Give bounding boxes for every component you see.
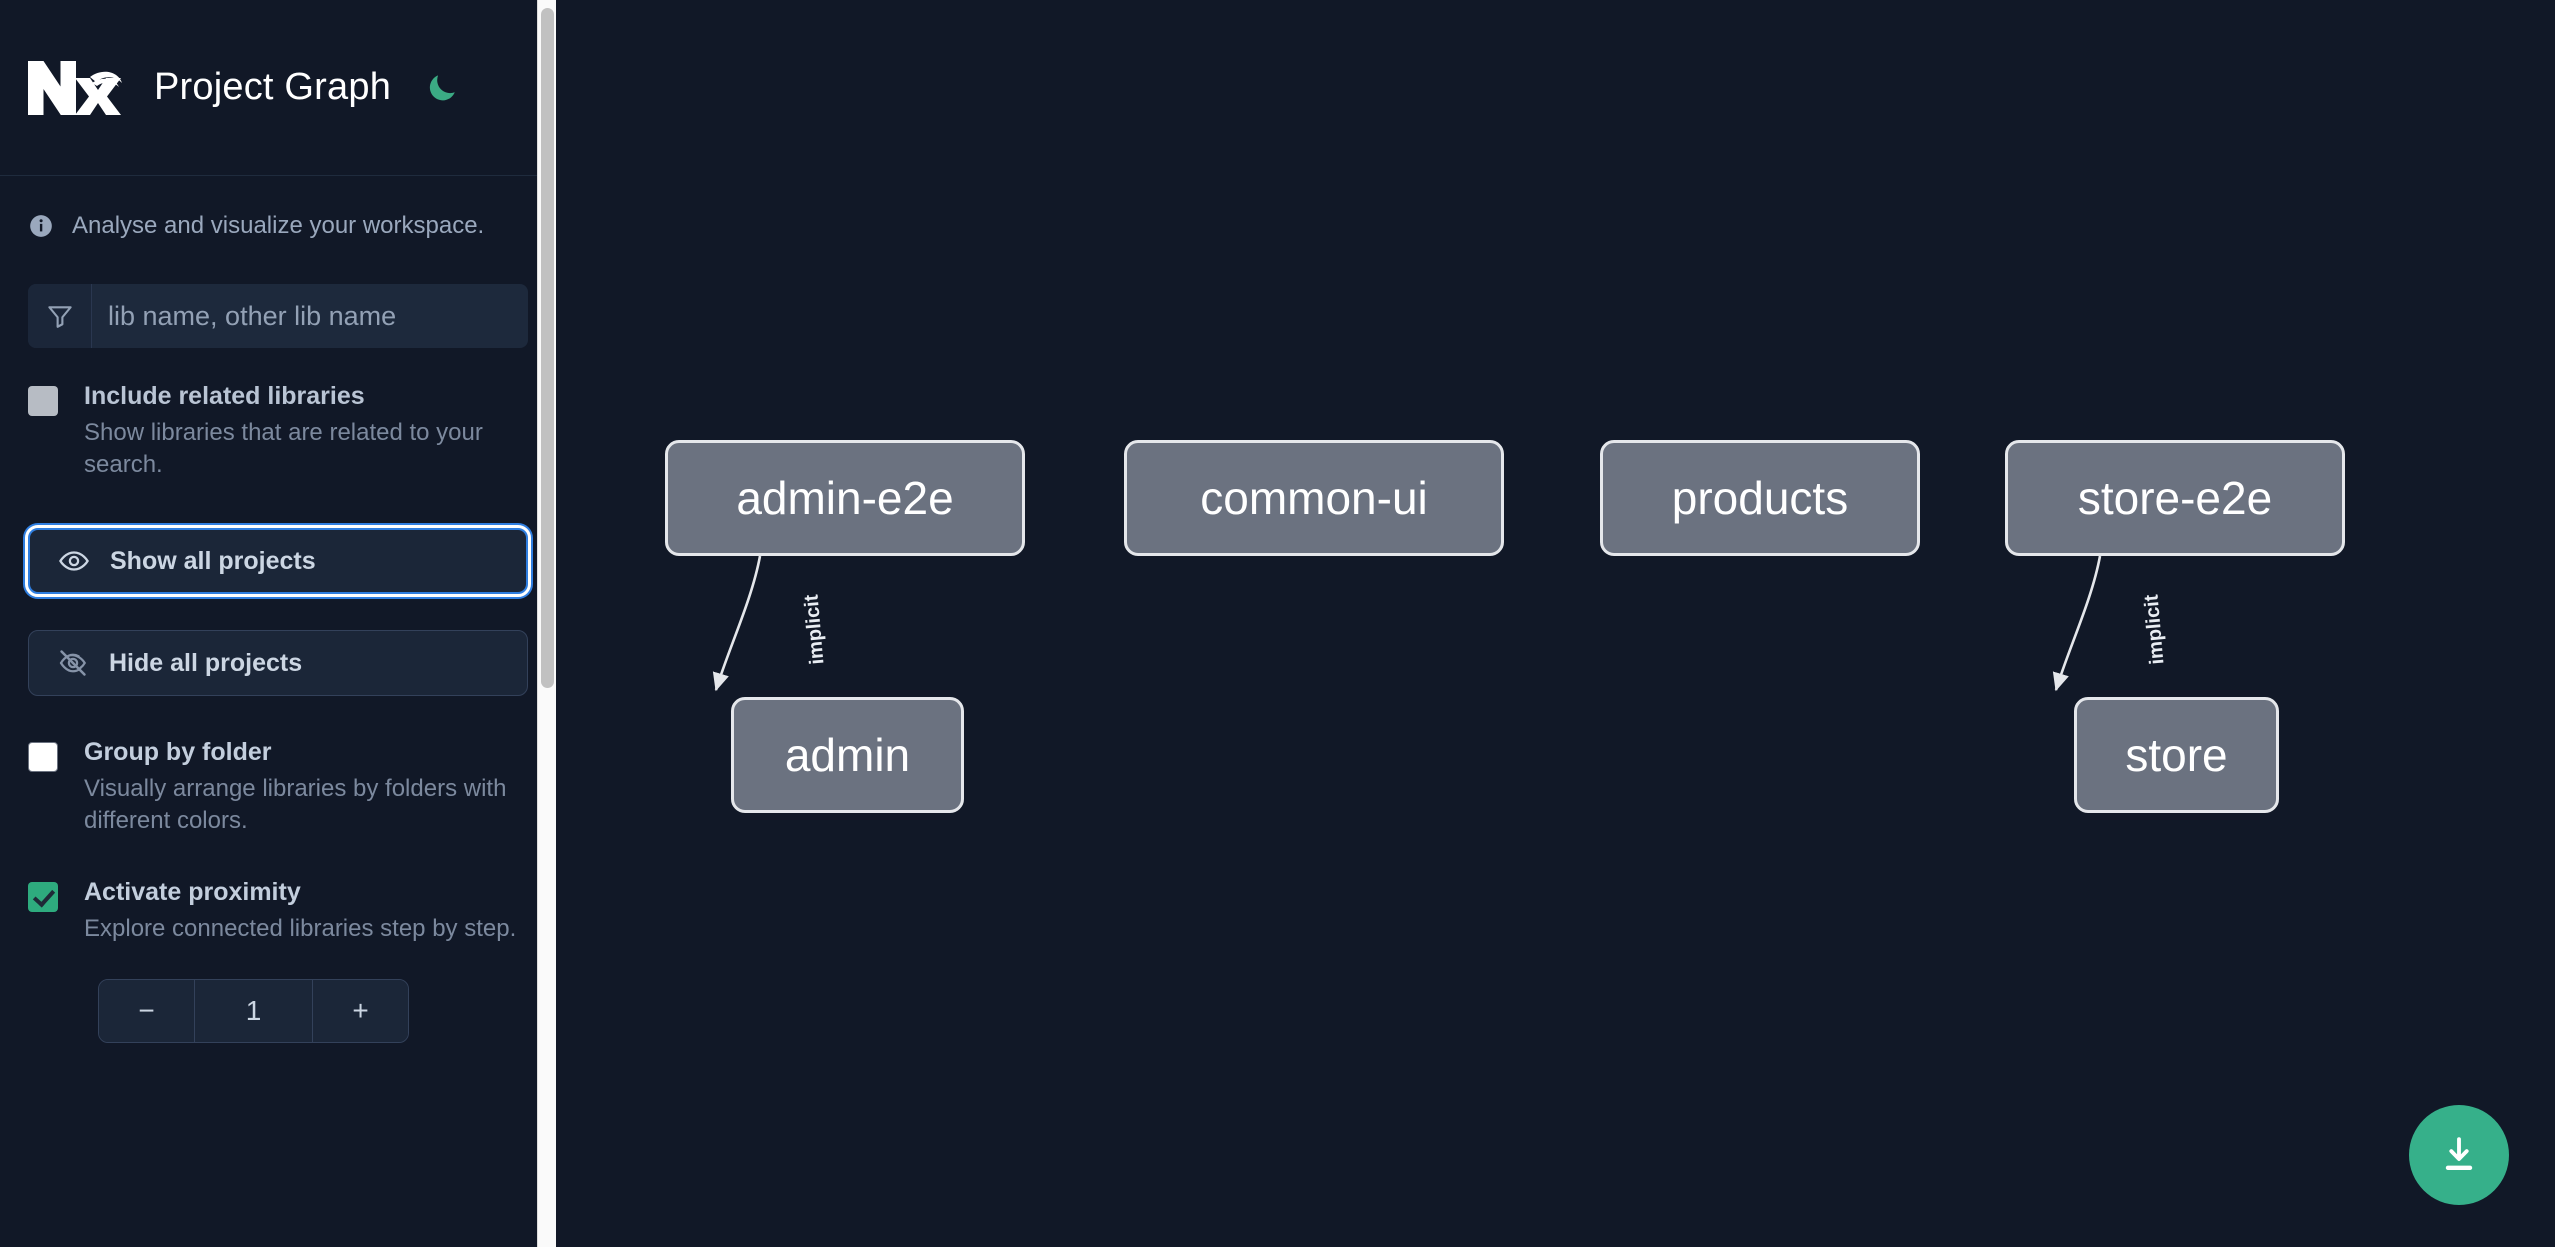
graph-canvas[interactable]: admin-e2e common-ui products store-e2e a… (556, 0, 2555, 1247)
edge-store-e2e-to-store (2052, 555, 2102, 692)
hide-all-projects-wrap: Hide all projects (28, 630, 528, 696)
graph-node-common-ui[interactable]: common-ui (1124, 440, 1504, 556)
checkbox-wrap (28, 738, 74, 838)
download-image-button[interactable] (2409, 1105, 2509, 1205)
proximity-stepper: − 1 + (98, 979, 409, 1044)
eye-off-icon (59, 650, 86, 676)
edge-admin-e2e-to-admin (712, 555, 762, 692)
graph-node-admin-e2e[interactable]: admin-e2e (665, 440, 1025, 556)
sidebar-scrollbar-thumb[interactable] (541, 8, 554, 688)
graph-node-label: admin-e2e (736, 472, 954, 524)
graph-node-label: admin (784, 729, 911, 781)
option-text: Group by folder Visually arrange librari… (74, 738, 528, 838)
sidebar-body: Include related libraries Show libraries… (0, 284, 556, 1044)
option-text: Include related libraries Show libraries… (74, 382, 528, 482)
activate-proximity-checkbox[interactable] (28, 882, 58, 912)
graph-node-label: store-e2e (2077, 472, 2273, 524)
option-text: Activate proximity Explore connected lib… (74, 878, 516, 945)
option-label: Include related libraries (84, 382, 365, 410)
graph-node-store[interactable]: store (2074, 697, 2279, 813)
page-title: Project Graph (154, 66, 392, 108)
checkbox-wrap (28, 382, 74, 482)
moon-icon (429, 74, 455, 100)
show-all-projects-button[interactable]: Show all projects (25, 525, 531, 597)
sidebar-tagline: Analyse and visualize your workspace. (0, 176, 556, 240)
option-description: Explore connected libraries step by step… (84, 914, 517, 942)
hide-all-projects-label: Hide all projects (109, 648, 303, 677)
graph-node-label: products (1671, 472, 1849, 524)
show-all-projects-wrap: Show all projects (25, 525, 531, 597)
sidebar-scrollbar[interactable] (537, 0, 556, 1247)
option-group-by-folder[interactable]: Group by folder Visually arrange librari… (28, 738, 528, 838)
show-all-projects-label: Show all projects (110, 546, 316, 575)
sidebar: Project Graph Analyse and visualize your… (0, 0, 556, 1247)
option-label: Activate proximity (84, 878, 301, 906)
graph-node-admin[interactable]: admin (731, 697, 964, 813)
group-by-folder-checkbox[interactable] (28, 742, 58, 772)
proximity-decrement-button[interactable]: − (99, 980, 195, 1043)
info-icon (30, 215, 52, 237)
theme-toggle-button[interactable] (419, 65, 465, 111)
sidebar-tagline-text: Analyse and visualize your workspace. (72, 212, 485, 239)
include-related-libraries-checkbox[interactable] (28, 386, 58, 416)
search-input[interactable] (92, 284, 528, 348)
graph-node-label: common-ui (1200, 472, 1428, 524)
eye-icon (59, 551, 89, 571)
proximity-value: 1 (195, 980, 312, 1043)
graph-node-store-e2e[interactable]: store-e2e (2005, 440, 2345, 556)
filter-row (28, 284, 528, 348)
graph-node-label: store (2125, 729, 2228, 781)
filter-icon-box (28, 284, 92, 348)
filter-funnel-icon (47, 306, 72, 328)
sidebar-header: Project Graph (0, 0, 556, 176)
graph-edges-layer (712, 555, 2102, 692)
graph-node-products[interactable]: products (1600, 440, 1920, 556)
proximity-increment-button[interactable]: + (312, 980, 408, 1043)
nx-logo (28, 60, 122, 115)
option-label: Group by folder (84, 738, 272, 766)
option-activate-proximity[interactable]: Activate proximity Explore connected lib… (28, 878, 528, 945)
option-description: Visually arrange libraries by folders wi… (84, 774, 507, 835)
option-description: Show libraries that are related to your … (84, 418, 483, 479)
hide-all-projects-button[interactable]: Hide all projects (28, 630, 528, 696)
checkbox-wrap (28, 878, 74, 945)
option-include-related-libraries[interactable]: Include related libraries Show libraries… (28, 382, 528, 482)
download-icon (2445, 1137, 2473, 1171)
